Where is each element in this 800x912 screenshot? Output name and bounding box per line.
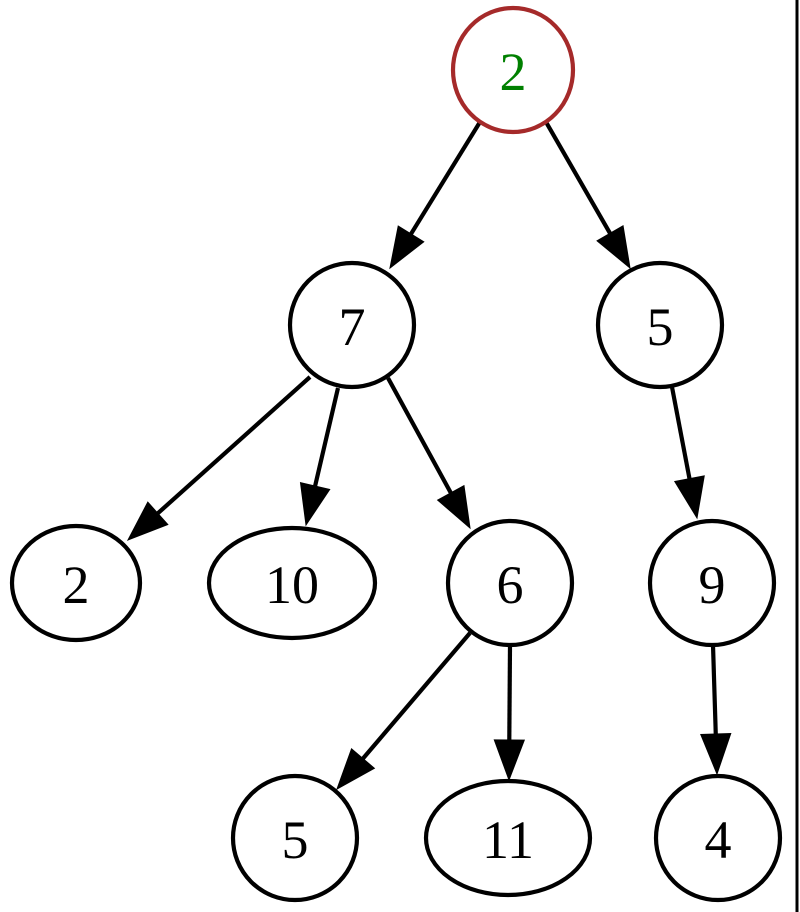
node-label: 7	[339, 297, 366, 357]
arrowhead-icon	[299, 481, 331, 527]
node-label: 6	[497, 555, 524, 615]
node-label: 2	[63, 555, 90, 615]
arrowhead-icon	[673, 475, 705, 520]
tree-node-5[interactable]: 5	[230, 773, 360, 903]
edge-line	[406, 120, 482, 241]
arrowhead-icon	[596, 225, 631, 270]
node-circle[interactable]	[287, 260, 417, 390]
tree-edge	[386, 376, 471, 530]
arrowhead-icon	[389, 225, 425, 270]
arrowhead-icon	[126, 501, 169, 541]
tree-node-7[interactable]: 7	[287, 260, 417, 390]
edge-line	[311, 387, 341, 493]
tree-node-9[interactable]: 9	[647, 518, 777, 648]
arrowhead-icon	[436, 484, 471, 530]
tree-node-11[interactable]: 11	[423, 778, 593, 898]
edge-line	[357, 631, 472, 765]
node-label: 9	[699, 555, 726, 615]
node-circle[interactable]	[653, 773, 783, 903]
tree-edge	[493, 644, 526, 782]
arrowhead-icon	[493, 739, 526, 782]
tree-node-2[interactable]: 2	[9, 523, 143, 643]
node-circle[interactable]	[647, 518, 777, 648]
tree-node-5[interactable]: 5	[595, 260, 725, 390]
tree-edge	[700, 644, 732, 776]
tree-edge	[669, 386, 705, 520]
tree-edge	[544, 120, 631, 270]
tree-node-2[interactable]: 2	[450, 5, 576, 135]
edge-line	[669, 386, 693, 485]
edge-line	[151, 375, 312, 519]
edges-layer	[126, 120, 732, 791]
node-circle[interactable]	[206, 525, 378, 641]
edge-line	[507, 644, 513, 747]
tree-edge	[126, 375, 312, 541]
node-label: 4	[705, 810, 732, 870]
node-circle[interactable]	[423, 778, 593, 898]
edge-line	[386, 376, 456, 500]
nodes-layer: 2 7 5 2 10 6 9 5 11 4	[9, 5, 783, 903]
arrowhead-icon	[700, 733, 732, 776]
tree-node-6[interactable]: 6	[445, 518, 575, 648]
edge-line	[710, 644, 719, 741]
tree-edge	[389, 120, 482, 270]
arrowhead-icon	[336, 747, 376, 791]
node-label: 2	[500, 42, 527, 102]
node-label: 11	[482, 810, 534, 870]
node-circle[interactable]	[445, 518, 575, 648]
node-label: 10	[265, 555, 319, 615]
tree-node-10[interactable]: 10	[206, 525, 378, 641]
node-label: 5	[282, 810, 309, 870]
tree-edge	[336, 631, 472, 791]
tree-edge	[299, 387, 341, 527]
node-circle[interactable]	[230, 773, 360, 903]
node-circle[interactable]	[595, 260, 725, 390]
edge-line	[544, 120, 615, 240]
node-label: 5	[647, 297, 674, 357]
tree-node-4[interactable]: 4	[653, 773, 783, 903]
node-circle[interactable]	[9, 523, 143, 643]
node-circle-highlighted[interactable]	[450, 5, 576, 135]
